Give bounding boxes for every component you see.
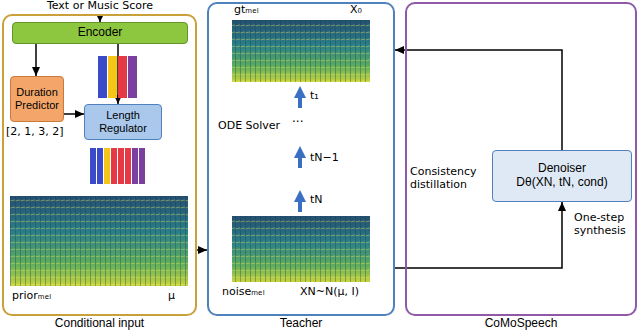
denoiser-box: DenoiserDθ(XN, tN, cond) bbox=[492, 150, 632, 202]
region-panel: Teacher bbox=[207, 2, 395, 316]
region-panel: Conditional inputEncoderDuration Predict… bbox=[2, 14, 197, 316]
flow-arrow bbox=[395, 50, 562, 150]
token-bars bbox=[98, 56, 137, 98]
step-arrow bbox=[298, 196, 302, 212]
expanded-bars bbox=[90, 148, 145, 184]
spectrogram-label: μ bbox=[168, 290, 175, 303]
box-formula: Dθ(XN, tN, cond) bbox=[516, 176, 607, 190]
flow-arrow bbox=[197, 249, 207, 251]
note-label: One-step synthesis bbox=[574, 212, 634, 237]
spectrogram bbox=[232, 216, 370, 282]
solver-label: ODE Solver bbox=[218, 120, 280, 133]
spectrogram-label: priorₘₑₗ bbox=[12, 290, 51, 303]
panel-heading: CoMoSpeech bbox=[407, 316, 635, 330]
flow-arrow bbox=[395, 202, 562, 268]
timestep-label: t₁ bbox=[310, 90, 319, 103]
timestep-label: tN bbox=[310, 194, 323, 207]
spectrogram-label: noiseₘₑₗ bbox=[222, 286, 265, 299]
spectrogram-label: XN~N(μ, I) bbox=[300, 286, 359, 299]
spectrogram bbox=[232, 20, 370, 82]
ellipsis-label: ··· bbox=[292, 116, 303, 130]
flow-arrow bbox=[35, 44, 37, 76]
spectrogram-label: gtₘₑₗ bbox=[234, 4, 259, 17]
predictor-box: Duration Predictor bbox=[10, 76, 64, 122]
input-label: Text or Music Score bbox=[40, 0, 160, 13]
box-title: Encoder bbox=[78, 26, 123, 40]
box-title: Length Regulator bbox=[88, 109, 158, 134]
regulator-box: Length Regulator bbox=[84, 104, 162, 140]
step-arrow bbox=[298, 92, 302, 108]
flow-arrow bbox=[64, 113, 84, 115]
region-panel: CoMoSpeechDenoiserDθ(XN, tN, cond) bbox=[405, 2, 637, 316]
timestep-label: tN−1 bbox=[310, 152, 339, 165]
spectrogram-label: X₀ bbox=[350, 4, 362, 17]
step-arrow bbox=[298, 152, 302, 168]
box-title: Denoiser bbox=[538, 162, 586, 176]
duration-values: [2, 1, 3, 2] bbox=[6, 126, 64, 139]
encoder-box: Encoder bbox=[12, 22, 188, 44]
panel-heading: Conditional input bbox=[4, 316, 195, 330]
box-title: Duration Predictor bbox=[14, 86, 60, 111]
note-label: Consistency distillation bbox=[410, 166, 488, 191]
spectrogram bbox=[10, 196, 188, 286]
panel-heading: Teacher bbox=[209, 316, 393, 330]
